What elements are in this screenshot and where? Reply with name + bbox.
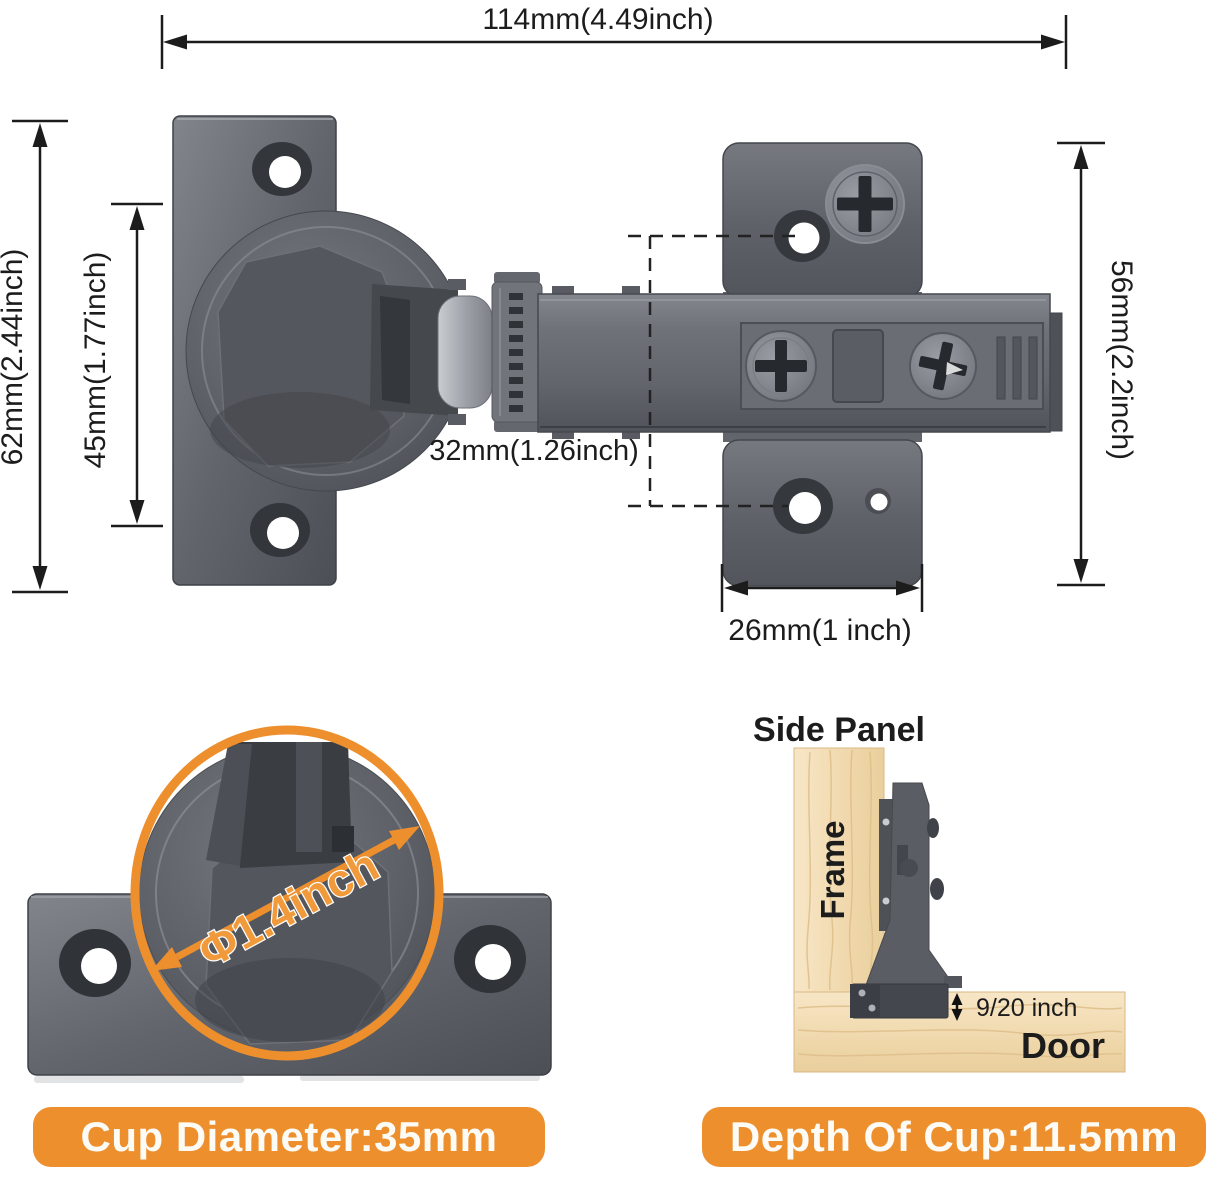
dimension-overall-width: 114mm(4.49inch) xyxy=(160,3,1068,69)
knuckle-teeth xyxy=(509,293,523,412)
dimension-inner-height: 45mm(1.77inch) xyxy=(79,202,163,528)
dim-outer-height-label: 62mm(2.44inch) xyxy=(0,249,29,466)
hole-spacing-reference-lines xyxy=(628,234,798,508)
dimension-cup-protrusion: 9/20 inch xyxy=(951,993,1077,1022)
hinge-cross-section xyxy=(850,782,962,1019)
arm-slots xyxy=(996,336,1038,400)
hinge-knuckle xyxy=(437,272,543,432)
dim-hole-spacing-label: 32mm(1.26inch) xyxy=(429,435,639,467)
dim-inner-height-label: 45mm(1.77inch) xyxy=(79,252,112,469)
door-label: Door xyxy=(1021,1025,1105,1066)
hinge-cup-topview xyxy=(185,210,467,492)
frame-label: Frame xyxy=(814,820,851,919)
top-view-diagram: 114mm(4.49inch) 62mm(2.44inch) 45mm(1.77… xyxy=(0,3,1138,647)
adjuster-screw xyxy=(745,330,817,402)
hinge-arm xyxy=(537,286,1063,439)
gap-label: 9/20 inch xyxy=(976,994,1077,1022)
diameter-circle xyxy=(130,725,444,1061)
cup-depth-badge: Depth Of Cup:11.5mm xyxy=(702,1107,1206,1167)
cup-view: Φ1.4inch xyxy=(27,725,552,1083)
installation-title: Side Panel xyxy=(753,711,925,749)
dimension-outer-height: 62mm(2.44inch) xyxy=(0,119,68,594)
dim-width-label: 114mm(4.49inch) xyxy=(482,3,713,36)
dim-plate-height-label: 56mm(2.2inch) xyxy=(1105,260,1138,460)
door-board xyxy=(793,991,1126,1073)
installation-view: Side Panel xyxy=(753,711,1126,1073)
dimension-plate-height: 56mm(2.2inch) xyxy=(1057,141,1138,587)
dimension-plate-width: 26mm(1 inch) xyxy=(720,564,924,647)
cup-diameter-badge: Cup Diameter:35mm xyxy=(33,1107,545,1167)
diameter-arrow xyxy=(151,826,420,971)
dim-plate-width-label: 26mm(1 inch) xyxy=(728,614,911,647)
